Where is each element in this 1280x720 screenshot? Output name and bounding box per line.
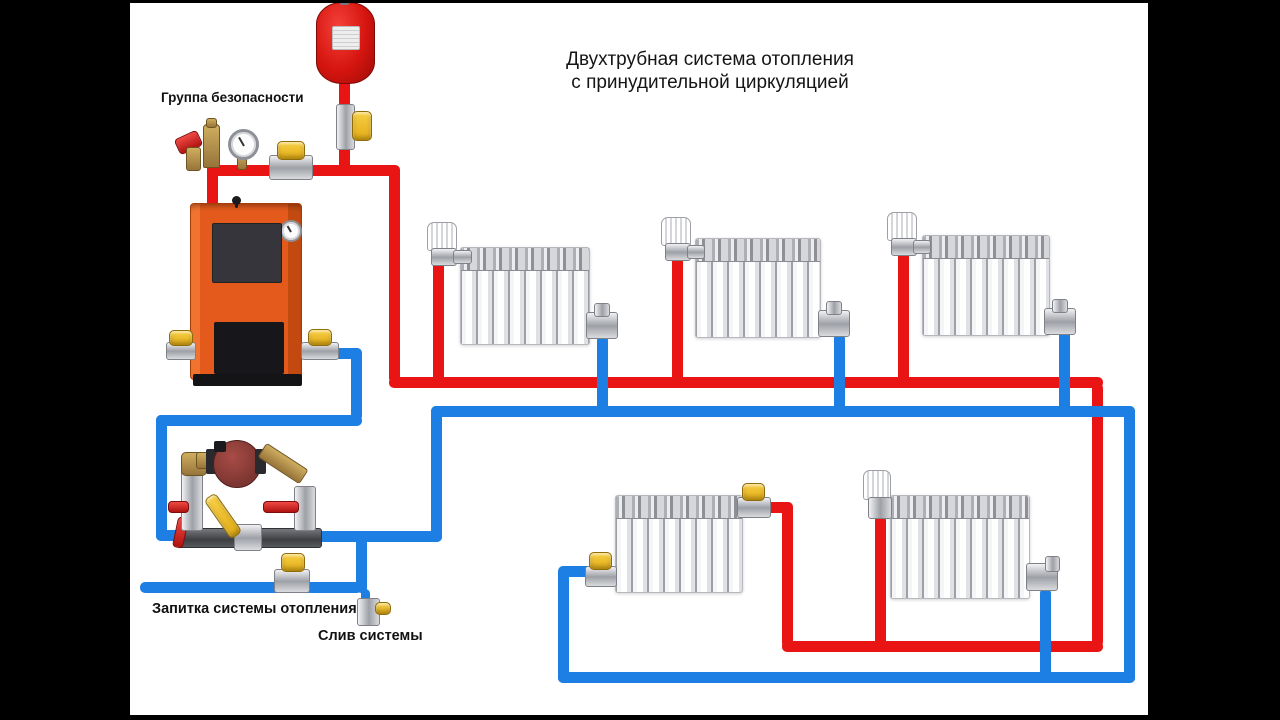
air-vent: [203, 124, 220, 168]
expansion-tank-valve-handle: [352, 111, 372, 141]
radiator-2-thermostat-head: [661, 217, 691, 246]
radiator-1-return-valve-cap: [594, 303, 610, 317]
pipe-drain-stub: [361, 589, 370, 603]
pipe-supply-main: [389, 377, 1103, 388]
gauge-needle: [237, 136, 245, 146]
pipe-radiator2-riser: [672, 254, 683, 383]
radiator-3: [922, 235, 1050, 336]
boiler-upper-door: [212, 223, 282, 283]
boiler-top-knob: [232, 196, 241, 205]
radiator-3-header: [923, 236, 1049, 259]
pump-left-flange: [206, 449, 217, 474]
letterbox-left: [0, 0, 130, 720]
expansion-tank-label: [332, 26, 360, 50]
pipe-radiator5-riser: [875, 515, 886, 647]
boiler-left-valve-handle: [169, 330, 193, 346]
pipe-return-main: [431, 406, 1135, 417]
radiator-4-header: [616, 496, 742, 519]
pipe-radiator1-riser: [433, 258, 444, 383]
boiler-lower-door: [214, 322, 284, 374]
pump-right-flange: [255, 449, 266, 474]
pipe-radiator1-drop: [597, 335, 608, 417]
pump-cap: [214, 441, 226, 452]
pipe-boiler-return-h: [328, 348, 362, 359]
pipe-pump-outlet: [312, 531, 442, 542]
safety-group-pressure-gauge: [228, 129, 259, 160]
feed-valve-handle: [281, 553, 305, 572]
pipe-return-left-drop: [156, 415, 167, 541]
radiator-2-header: [696, 239, 820, 262]
radiator-4-return-valve-handle: [589, 552, 612, 570]
boiler-right-valve-handle: [308, 329, 332, 346]
radiator-2-thermostat-nut: [687, 245, 705, 259]
pipe-radiator4-return-v: [558, 566, 569, 683]
radiator-1-thermostat-head: [427, 222, 457, 251]
pipe-return-main-left-v: [431, 406, 442, 542]
label-drain: Слив системы: [318, 628, 423, 644]
pipe-radiator4-return-h: [560, 566, 602, 577]
label-safety-group: Группа безопасности: [161, 90, 304, 105]
pipe-boiler-return-v: [351, 348, 362, 421]
pipe-return-upper-left-h: [156, 415, 362, 426]
radiator-1-header: [461, 248, 589, 271]
pipe-radiator3-riser: [898, 251, 909, 383]
radiator-5-header: [891, 496, 1029, 519]
pump-group-left-union: [181, 468, 203, 531]
radiator-1-thermostat-nut: [453, 250, 472, 264]
diagram-title-line2: с принудительной циркуляцией: [571, 72, 849, 93]
pipe-radiator2-drop: [834, 333, 845, 417]
radiator-5: [890, 495, 1030, 599]
label-feed: Запитка системы отопления: [152, 601, 357, 617]
boiler-base: [193, 374, 302, 386]
pipe-feed-line: [140, 582, 362, 593]
diagram-title-line1: Двухтрубная система отопления: [566, 49, 854, 70]
letterbox-top: [0, 0, 1280, 3]
pipe-return-right-outer-drop: [1124, 406, 1135, 683]
radiator-2-return-valve-cap: [826, 301, 842, 315]
radiator-5-thermostat-head: [863, 470, 891, 500]
radiator-3-thermostat-head: [887, 212, 917, 241]
pipe-expansion-tank-lower: [339, 145, 350, 173]
radiator-5-return-valve-cap: [1045, 556, 1060, 572]
pipe-radiator4-feed-h: [760, 502, 793, 513]
pipe-return-bottom: [558, 672, 1135, 683]
pipe-radiator5-drop: [1040, 588, 1051, 683]
letterbox-bottom: [0, 715, 1280, 720]
pipe-radiator3-drop: [1059, 330, 1070, 417]
pump-group-right-valve-handle: [263, 501, 299, 513]
boiler-gauge-needle: [286, 225, 292, 233]
supply-line-valve-handle: [277, 141, 305, 160]
drain-valve-handle: [375, 602, 391, 615]
air-vent-cap: [206, 118, 217, 128]
safety-valve-body: [186, 147, 201, 171]
pipe-radiator4-feed-v: [782, 502, 793, 648]
pipe-supply-right-drop: [1092, 383, 1103, 647]
boiler-gauge: [280, 220, 302, 242]
radiator-2: [695, 238, 821, 338]
pump-group-left-valve-handle: [168, 501, 189, 513]
radiator-1: [460, 247, 590, 345]
feed-valve: [274, 569, 310, 593]
pipe-boiler-supply-riser: [207, 163, 218, 208]
pipe-feed-up-v: [356, 536, 367, 593]
radiator-3-return-valve-cap: [1052, 299, 1068, 313]
boiler-top-knob-stem: [235, 202, 238, 208]
radiator-4: [615, 495, 743, 593]
pipe-supply-bottom: [782, 641, 1103, 652]
letterbox-right: [1148, 0, 1280, 720]
radiator-4-supply-valve-handle: [742, 483, 765, 501]
radiator-5-thermostat-body: [868, 497, 892, 519]
pipe-supply-left-riser: [389, 165, 400, 383]
radiator-3-thermostat-nut: [913, 240, 931, 254]
pipe-expansion-tank-upper: [339, 78, 350, 108]
diagram-title: Двухтрубная система отопления с принудит…: [510, 48, 910, 94]
